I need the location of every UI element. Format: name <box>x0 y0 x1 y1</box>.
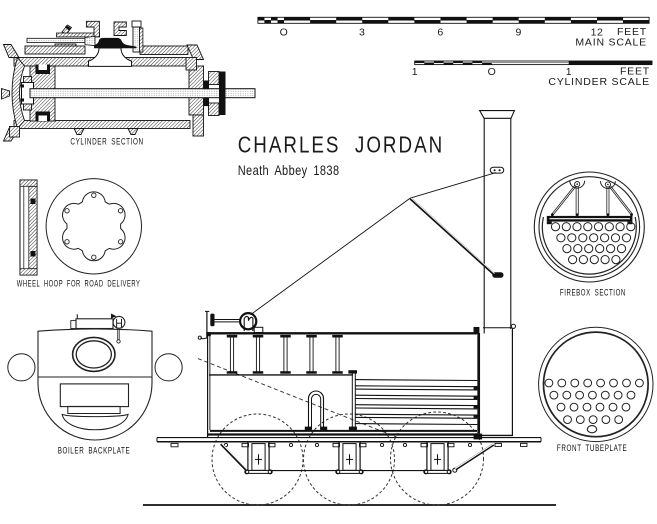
svg-text:12: 12 <box>591 27 604 39</box>
svg-text:9: 9 <box>516 27 522 39</box>
svg-text:6: 6 <box>437 27 443 39</box>
svg-text:FEET: FEET <box>620 66 650 78</box>
svg-text:O: O <box>488 66 496 78</box>
svg-text:1: 1 <box>412 66 418 78</box>
svg-text:CHARLES JORDAN: CHARLES JORDAN <box>238 132 445 158</box>
svg-text:BOILER BACKPLATE: BOILER BACKPLATE <box>58 444 131 455</box>
svg-text:Neath Abbey 1838: Neath Abbey 1838 <box>238 163 340 178</box>
svg-text:WHEEL HOOP FOR ROAD DELIVERY: WHEEL HOOP FOR ROAD DELIVERY <box>17 277 141 288</box>
svg-text:FEET: FEET <box>617 26 647 38</box>
svg-text:1: 1 <box>566 66 572 78</box>
svg-text:O: O <box>280 27 289 39</box>
svg-text:FRONT TUBEPLATE: FRONT TUBEPLATE <box>557 442 627 453</box>
svg-text:FIREBOX SECTION: FIREBOX SECTION <box>560 287 626 298</box>
svg-text:CYLINDER SCALE: CYLINDER SCALE <box>548 76 650 88</box>
svg-text:3: 3 <box>359 27 365 39</box>
svg-text:CYLINDER SECTION: CYLINDER SECTION <box>70 135 143 146</box>
svg-text:MAIN SCALE: MAIN SCALE <box>575 37 647 49</box>
